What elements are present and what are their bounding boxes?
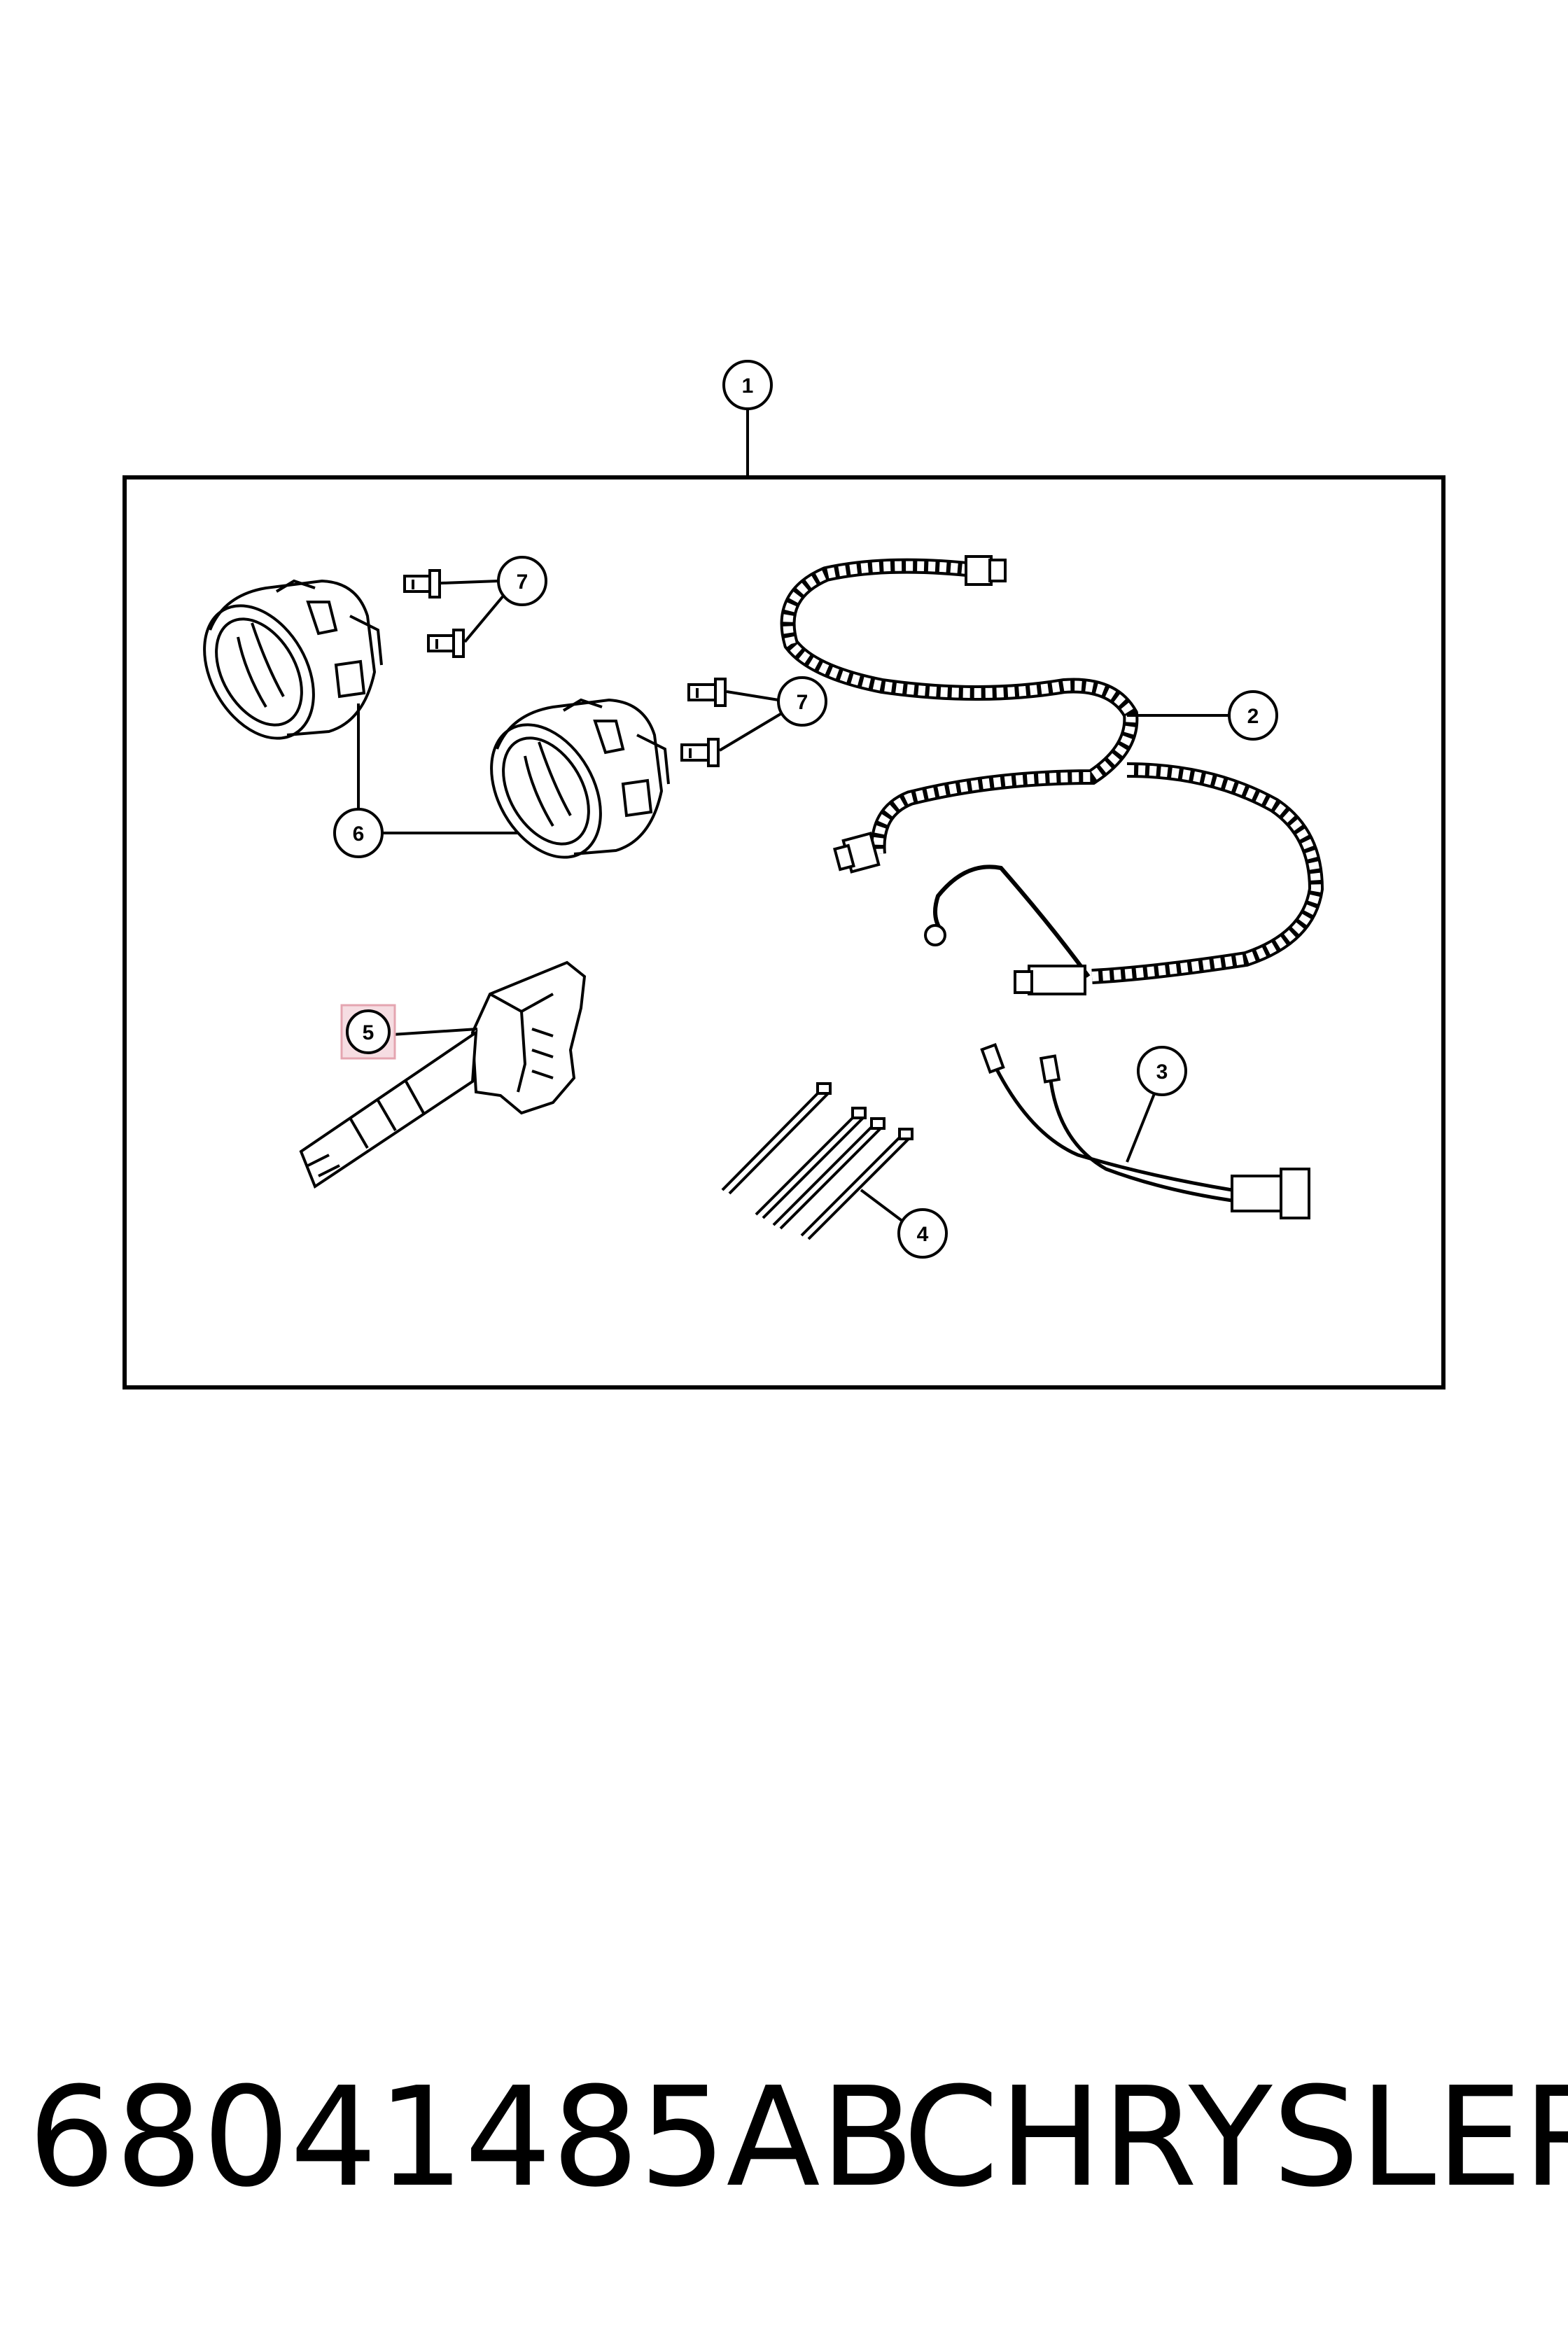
callout-7a: 7: [497, 556, 547, 606]
svg-text:1: 1: [742, 374, 754, 398]
footer: 68041485AB CHRYSLER: [0, 2058, 1568, 2240]
callout-6: 6: [333, 808, 384, 858]
screw-set-middle: [680, 678, 727, 767]
svg-text:6: 6: [353, 822, 365, 846]
fog-lamp-left: [203, 579, 383, 740]
fog-lamp-center: [490, 698, 670, 859]
jumper-harness: [980, 1043, 1310, 1219]
callout-4: 4: [897, 1208, 948, 1259]
callout-7b: 7: [777, 676, 827, 727]
callout-2: 2: [1228, 690, 1278, 741]
wiring-harness: [780, 555, 1324, 995]
svg-text:7: 7: [797, 691, 808, 714]
cable-ties: [721, 1082, 913, 1240]
svg-text:7: 7: [517, 570, 528, 594]
svg-text:2: 2: [1247, 705, 1259, 728]
part-number: 68041485AB: [28, 2058, 915, 2218]
multifunction-switch: [299, 960, 587, 1189]
svg-text:5: 5: [363, 1021, 374, 1044]
svg-text:4: 4: [917, 1223, 929, 1246]
svg-text:3: 3: [1156, 1060, 1168, 1084]
callout-3: 3: [1137, 1046, 1187, 1096]
callout-5: 5: [340, 1004, 396, 1060]
parts-diagram: 1 6: [122, 360, 1446, 1390]
brand-name: CHRYSLER: [903, 2058, 1568, 2218]
kit-frame: [122, 475, 1446, 1390]
screw-set-upper: [403, 569, 465, 658]
callout-1: 1: [722, 360, 773, 410]
